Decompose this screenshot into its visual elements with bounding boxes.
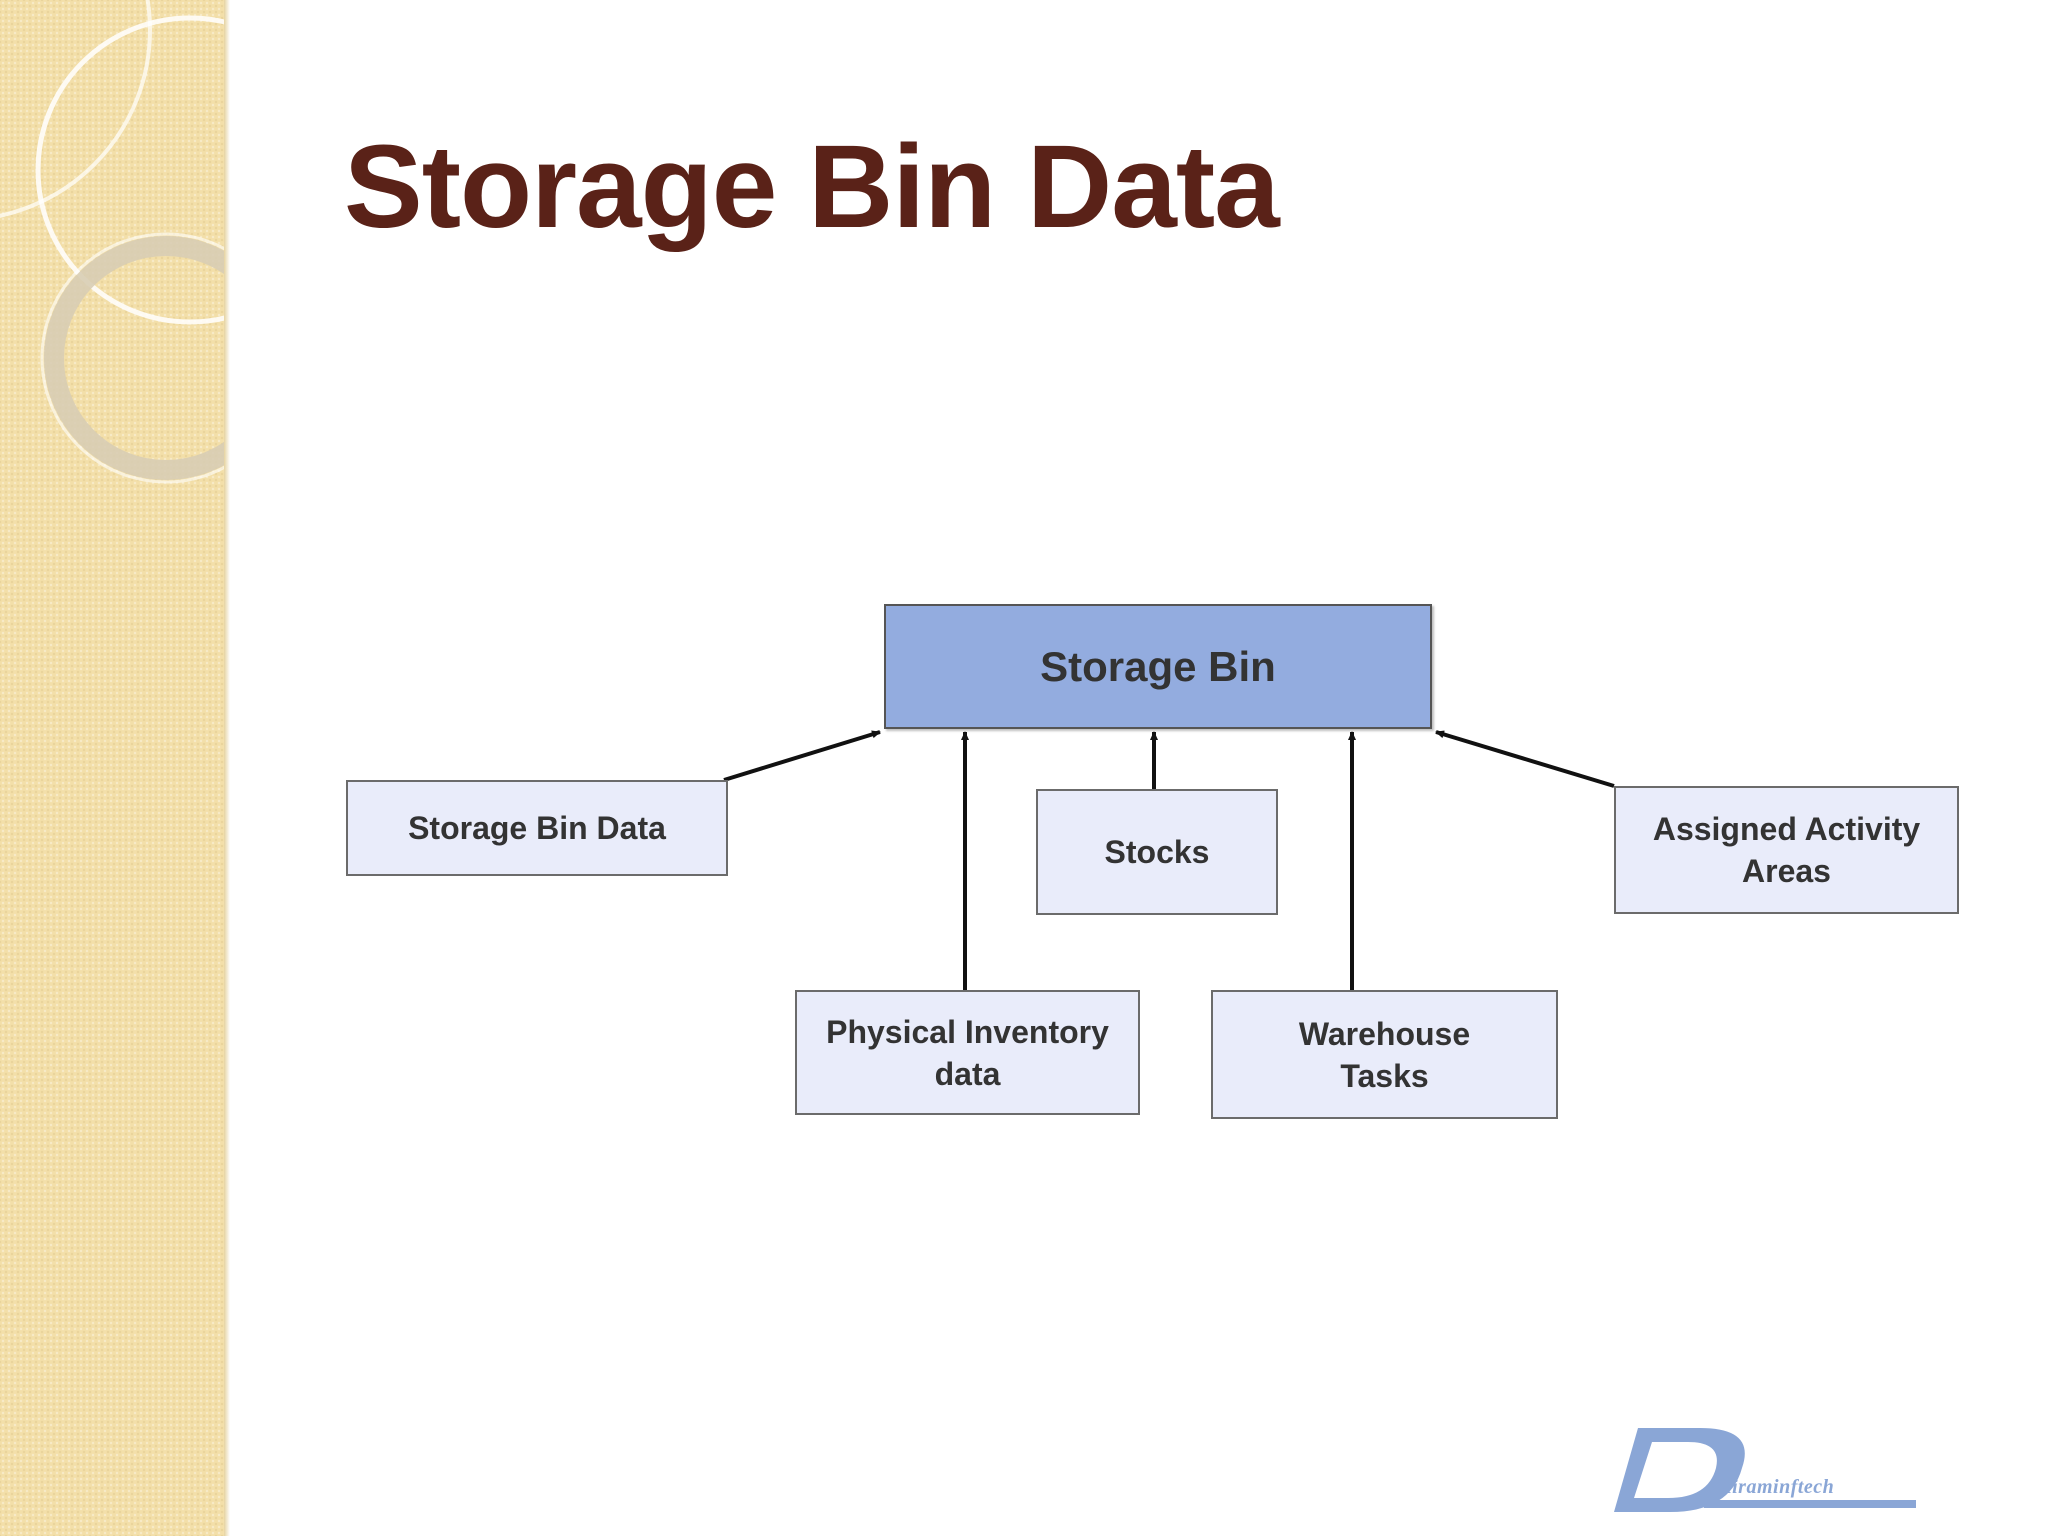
slide-title: Storage Bin Data xyxy=(344,121,1280,253)
arrow-storage-bin-data xyxy=(723,730,881,782)
decorative-side-panel xyxy=(0,0,228,1536)
storage-bin-label: Storage Bin xyxy=(1040,642,1276,690)
warehouse-tasks-label: Warehouse Tasks xyxy=(1298,1015,1471,1094)
storage-bin-data-box: Storage Bin Data xyxy=(346,780,728,876)
physical-inventory-label: Physical Inventory data xyxy=(826,1013,1109,1092)
side-panel-edge xyxy=(224,0,230,1536)
warehouse-tasks-box: Warehouse Tasks xyxy=(1211,990,1558,1119)
assigned-activity-areas-box: Assigned Activity Areas xyxy=(1614,786,1959,914)
arrow-assigned-activity xyxy=(1435,730,1615,788)
storage-bin-box: Storage Bin xyxy=(884,604,1432,729)
physical-inventory-box: Physical Inventory data xyxy=(795,990,1140,1115)
decorative-circles xyxy=(0,0,228,484)
storage-bin-data-label: Storage Bin Data xyxy=(408,810,666,846)
company-logo: aniraminftech xyxy=(1608,1420,1928,1520)
stocks-box: Stocks xyxy=(1036,789,1278,915)
logo-text: aniraminftech xyxy=(1710,1476,1835,1498)
assigned-activity-areas-label: Assigned Activity Areas xyxy=(1652,811,1921,889)
logo-mark xyxy=(1614,1428,1916,1512)
stocks-label: Stocks xyxy=(1104,834,1210,870)
